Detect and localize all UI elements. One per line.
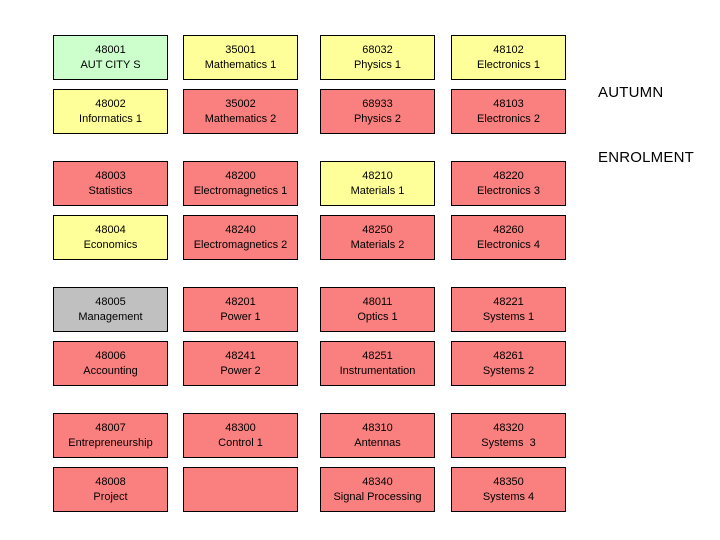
course-code: 48103 (493, 98, 524, 111)
course-code: 48350 (493, 476, 524, 489)
course-name: Accounting (83, 364, 138, 377)
course-code: 48005 (95, 296, 126, 309)
course-code: 48007 (95, 422, 126, 435)
course-code: 48320 (493, 422, 524, 435)
course-name: Electromagnetics 2 (193, 238, 288, 251)
course-name: Physics 1 (353, 58, 402, 71)
course-code: 48002 (95, 98, 126, 111)
course-code: 48011 (362, 296, 393, 309)
course-code: 48008 (95, 476, 126, 489)
course-name: AUT CITY S (80, 58, 141, 71)
course-code: 48001 (95, 44, 126, 57)
course-name: Signal Processing (333, 490, 422, 503)
course-name: Statistics (88, 184, 133, 197)
course-code: 68933 (362, 98, 393, 111)
page-title-line-2: ENROLMENT (598, 148, 694, 166)
course-code: 48220 (493, 170, 524, 183)
course-code: 48251 (362, 350, 393, 363)
page-title: AUTUMN ENROLMENT (598, 38, 694, 212)
course-code: 48102 (493, 44, 524, 57)
course-code: 35002 (225, 98, 256, 111)
course-code: 48240 (225, 224, 256, 237)
course-name: Management (78, 310, 143, 323)
course-name: Mathematics 2 (204, 112, 277, 125)
course-name: Electronics 1 (477, 58, 540, 71)
course-name: Physics 2 (353, 112, 402, 125)
course-name: Systems 4 (482, 490, 535, 503)
course-name: Systems 3 (481, 436, 536, 449)
course-name: Instrumentation (339, 364, 416, 377)
course-code: 48006 (95, 350, 126, 363)
course-name: Entrepreneurship (68, 436, 153, 449)
course-name: Informatics 1 (79, 112, 142, 125)
course-code: 35001 (225, 44, 256, 57)
course-code: 48210 (362, 170, 393, 183)
course-name: Optics 1 (357, 310, 398, 323)
course-code: 48200 (225, 170, 256, 183)
course-code: 48300 (225, 422, 256, 435)
course-box[interactable] (183, 467, 298, 512)
course-code: 48261 (493, 350, 524, 363)
course-name: Electronics 4 (477, 238, 540, 251)
course-name: Electromagnetics 1 (193, 184, 288, 197)
course-code: 48201 (225, 296, 256, 309)
course-code: 68032 (362, 44, 393, 57)
course-name: Control 1 (218, 436, 263, 449)
course-code: 48250 (362, 224, 393, 237)
course-code: 48003 (95, 170, 126, 183)
course-name: Materials 2 (350, 238, 405, 251)
course-name: Power 1 (220, 310, 261, 323)
course-code: 48241 (225, 350, 256, 363)
page-title-line-1: AUTUMN (598, 83, 664, 101)
course-name: Mathematics 1 (204, 58, 277, 71)
course-code: 48310 (362, 422, 393, 435)
course-code: 48004 (95, 224, 126, 237)
course-name: Power 2 (220, 364, 261, 377)
course-name: Project (93, 490, 128, 503)
course-name: Materials 1 (350, 184, 405, 197)
course-name: Systems 1 (482, 310, 535, 323)
course-code: 48260 (493, 224, 524, 237)
course-name: Electronics 3 (477, 184, 540, 197)
course-name: Systems 2 (482, 364, 535, 377)
course-name: Economics (83, 238, 138, 251)
course-code: 48340 (362, 476, 393, 489)
course-name: Antennas (354, 436, 401, 449)
course-code: 48221 (493, 296, 524, 309)
course-name: Electronics 2 (477, 112, 540, 125)
